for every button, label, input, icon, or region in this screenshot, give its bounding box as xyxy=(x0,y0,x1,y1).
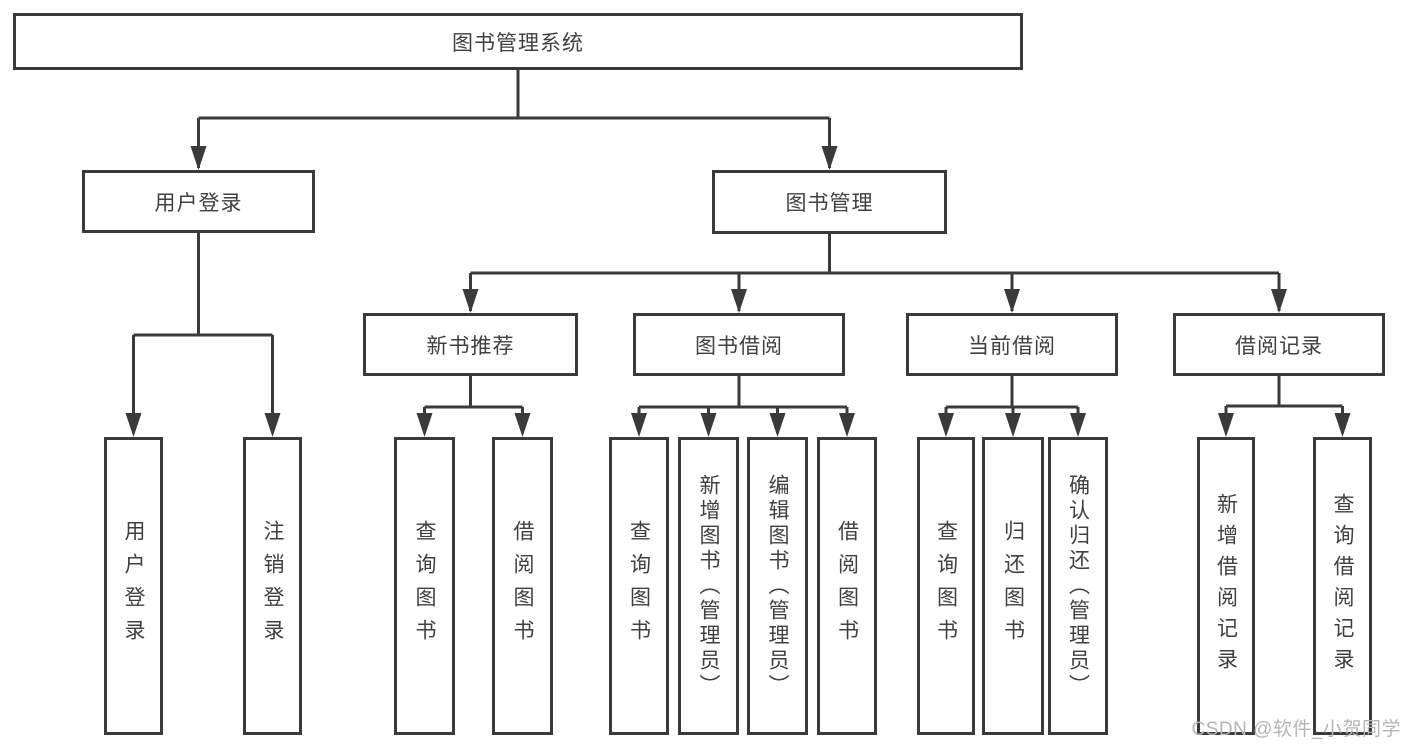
arrow-down-icon xyxy=(821,146,838,170)
arrow-down-icon xyxy=(938,413,954,437)
node-new-book-recommend: 新书推荐 xyxy=(363,313,578,376)
connector-line xyxy=(1224,376,1344,433)
arrow-down-icon xyxy=(839,413,855,437)
watermark: CSDN @软件_小贺同学 xyxy=(1191,719,1401,740)
arrow-down-icon xyxy=(190,146,207,170)
node-label: 图书管理 xyxy=(785,192,874,215)
leaf-edit-books-admin: 编辑图书（管理员） xyxy=(747,437,808,735)
leaf-query-borrow-record: 查询借阅记录 xyxy=(1313,437,1372,735)
leaf-label: 归还图书 xyxy=(1001,520,1025,652)
leaf-query-books-current: 查询图书 xyxy=(917,437,975,735)
node-book-management: 图书管理 xyxy=(712,170,947,234)
node-label: 用户登录 xyxy=(154,191,243,215)
leaf-label: 借阅图书 xyxy=(511,520,534,652)
arrow-down-icon xyxy=(1334,413,1351,437)
leaf-borrow-books-recommend: 借阅图书 xyxy=(492,437,553,735)
node-book-borrowing: 图书借阅 xyxy=(633,313,845,376)
leaf-return-books: 归还图书 xyxy=(982,437,1044,735)
node-library-system: 图书管理系统 xyxy=(13,13,1023,70)
node-label: 图书管理系统 xyxy=(452,31,584,55)
leaf-user-login: 用户登录 xyxy=(104,437,163,735)
leaf-label: 注销登录 xyxy=(261,520,284,652)
arrow-down-icon xyxy=(769,413,786,437)
connector-line xyxy=(132,233,274,433)
node-label: 新书推荐 xyxy=(426,334,515,358)
leaf-add-borrow-record: 新增借阅记录 xyxy=(1197,437,1255,735)
leaf-query-books-borrow: 查询图书 xyxy=(609,437,669,735)
leaf-add-books-admin: 新增图书（管理员） xyxy=(678,437,739,735)
arrow-down-icon xyxy=(631,413,647,437)
connector-line xyxy=(197,70,831,168)
arrow-down-icon xyxy=(1218,413,1234,437)
arrow-down-icon xyxy=(462,289,479,313)
node-borrowing-records: 借阅记录 xyxy=(1173,313,1385,376)
node-current-borrowing: 当前借阅 xyxy=(906,313,1118,376)
leaf-confirm-return-admin: 确认归还（管理员） xyxy=(1048,437,1108,735)
connector-line xyxy=(637,376,849,433)
leaf-label: 查询图书 xyxy=(413,520,436,652)
node-label: 当前借阅 xyxy=(968,334,1056,358)
arrow-down-icon xyxy=(1070,413,1086,437)
leaf-label: 查询图书 xyxy=(627,520,651,652)
leaf-label: 借阅图书 xyxy=(835,520,859,652)
node-user-login: 用户登录 xyxy=(82,170,315,233)
node-label: 借阅记录 xyxy=(1235,334,1323,358)
leaf-query-books-recommend: 查询图书 xyxy=(394,437,455,735)
leaf-label: 新增图书（管理员） xyxy=(697,473,720,699)
leaf-logout: 注销登录 xyxy=(243,437,302,735)
arrow-down-icon xyxy=(1004,289,1020,313)
leaf-label: 编辑图书（管理员） xyxy=(766,473,789,699)
leaf-label: 查询借阅记录 xyxy=(1331,493,1354,679)
arrow-down-icon xyxy=(264,413,281,437)
node-label: 图书借阅 xyxy=(695,334,783,358)
arrow-down-icon xyxy=(1271,289,1287,313)
leaf-label: 新增借阅记录 xyxy=(1214,493,1238,679)
leaf-label: 确认归还（管理员） xyxy=(1066,473,1090,699)
arrow-down-icon xyxy=(731,289,747,313)
leaf-borrow-books: 借阅图书 xyxy=(817,437,877,735)
connector-line xyxy=(423,376,524,433)
connector-line xyxy=(469,234,1281,311)
arrow-down-icon xyxy=(514,413,531,437)
leaf-label: 用户登录 xyxy=(122,520,145,652)
arrow-down-icon xyxy=(125,413,142,437)
arrow-down-icon xyxy=(416,413,433,437)
arrow-down-icon xyxy=(1005,413,1021,437)
leaf-label: 查询图书 xyxy=(934,520,958,652)
arrow-down-icon xyxy=(700,413,717,437)
